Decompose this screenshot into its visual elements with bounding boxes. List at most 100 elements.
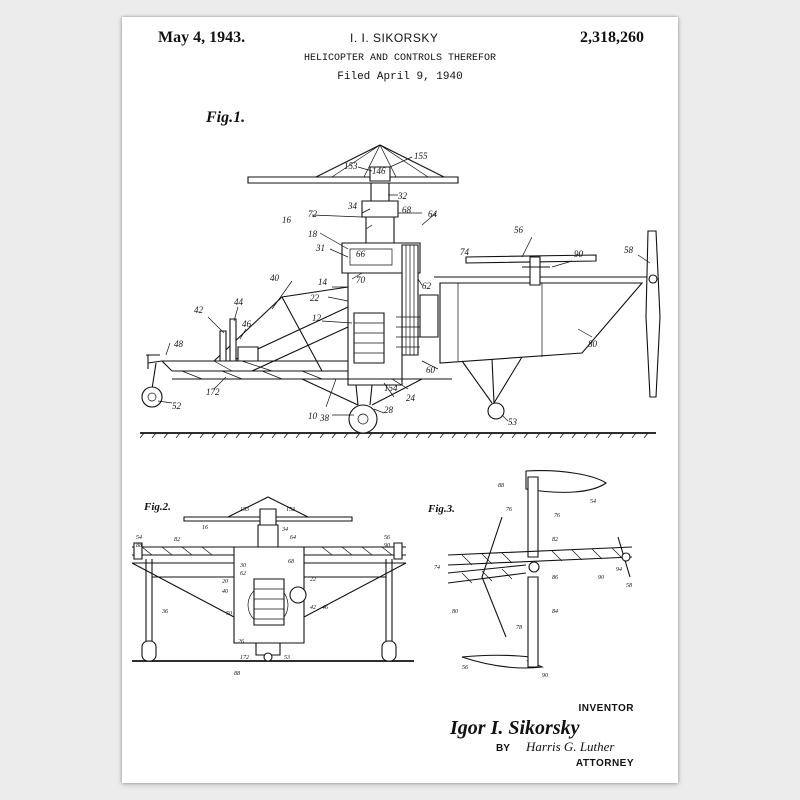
fig3-ref-84: 84 <box>552 608 558 615</box>
fig2-ref-62: 62 <box>240 571 246 577</box>
fig1-ref-60: 60 <box>426 365 436 375</box>
fig3-ref-76b: 76 <box>554 513 560 519</box>
patent-sheet: May 4, 1943. I. I. SIKORSKY 2,318,260 HE… <box>122 17 678 783</box>
fig1-ref-64: 64 <box>428 209 438 219</box>
fig2-left-wheel <box>142 641 156 661</box>
fig1-collective-lever <box>230 319 236 361</box>
fig2-ref-22: 22 <box>310 577 316 583</box>
fig1-ref-32: 32 <box>397 191 408 201</box>
fig1-ref-153: 153 <box>344 161 358 171</box>
fig2-ref-153b: 153 <box>286 507 295 513</box>
fig3-upper-blade <box>526 471 606 493</box>
by-label: BY <box>496 743 510 754</box>
fig1-ref-40: 40 <box>270 273 280 283</box>
fig2-ref-40: 40 <box>222 588 228 595</box>
fig1-ref-16: 16 <box>282 215 292 225</box>
fig2-ref-88b: 88 <box>234 671 240 677</box>
fig1-ref-56: 56 <box>514 225 524 235</box>
fig3-label: Fig.3. <box>428 503 455 515</box>
fig1-ref-24: 24 <box>406 393 416 403</box>
fig1-ref-52: 52 <box>172 401 182 411</box>
fig2-ref-53: 53 <box>284 655 290 661</box>
fig3-ref-86: 86 <box>552 575 558 581</box>
fig1-side-view: 155 153 146 32 34 68 64 72 16 18 31 66 7… <box>140 145 660 438</box>
fig1-main-wheel <box>349 405 377 433</box>
fig2-ref-88: 88 <box>136 543 142 549</box>
fig2-engine <box>254 579 284 625</box>
fig2-ref-82: 82 <box>174 537 180 543</box>
inventor-label: INVENTOR <box>578 703 634 714</box>
fig1-tail-gear-strut <box>462 357 522 403</box>
inventor-name: I. I. SIKORSKY <box>350 31 439 45</box>
filed-date: Filed April 9, 1940 <box>337 71 463 83</box>
fig1-ref-74: 74 <box>460 247 470 257</box>
fig1-mast <box>371 183 389 201</box>
fig1-tail-wheel <box>488 403 504 419</box>
fig3-ref-88: 88 <box>498 483 504 489</box>
fig1-ref-31: 31 <box>315 243 325 253</box>
fig2-mast <box>258 525 278 547</box>
fig1-ref-62: 62 <box>422 281 432 291</box>
fig3-ref-90b: 90 <box>542 673 548 679</box>
fig1-ref-34: 34 <box>347 201 358 211</box>
fig2-landing-legs <box>146 559 392 643</box>
fig3-ref-78: 78 <box>516 625 522 631</box>
fig1-ref-18: 18 <box>308 229 318 239</box>
fig1-ref-28: 28 <box>384 405 394 415</box>
fig1-ref-154: 154 <box>384 383 398 393</box>
fig2-right-wheel <box>382 641 396 661</box>
fig2-ref-20: 20 <box>222 579 228 585</box>
fig1-nose-wheel <box>142 387 162 407</box>
fig2-ref-172: 172 <box>240 655 249 661</box>
attorney-label: ATTORNEY <box>575 758 634 769</box>
fig1-ref-66: 66 <box>356 249 366 259</box>
fig1-ground-hatch <box>140 433 648 438</box>
fig2-ref-68: 68 <box>288 559 294 565</box>
fig1-ref-70: 70 <box>356 275 366 285</box>
fig1-ref-22: 22 <box>310 293 320 303</box>
fig3-ref-56: 56 <box>462 665 468 671</box>
fig1-label: Fig.1. <box>206 109 246 126</box>
fig2-ref-54: 54 <box>136 534 142 541</box>
fig3-hub <box>529 562 539 572</box>
fig3-ref-80: 80 <box>452 609 458 615</box>
fig2-ref-30: 30 <box>239 563 246 569</box>
fig1-main-gear-strut <box>356 385 372 405</box>
patent-title: HELICOPTER AND CONTROLS THEREFOR <box>303 53 497 64</box>
patent-number: 2,318,260 <box>580 29 644 46</box>
fig1-ref-72: 72 <box>308 209 318 219</box>
fig2-ref-26: 26 <box>238 639 244 645</box>
fig1-ref-42: 42 <box>194 305 204 315</box>
fig3-lower-arm <box>528 577 538 667</box>
fig1-ref-172: 172 <box>206 387 220 397</box>
fig3-ref-94: 94 <box>616 566 622 573</box>
fig1-nose-strut <box>152 363 156 389</box>
fig2-ref-153a: 153 <box>240 507 249 513</box>
fig1-ref-10: 10 <box>308 411 318 421</box>
fig1-ref-14: 14 <box>318 277 328 287</box>
fig2-ref-34: 34 <box>281 526 288 533</box>
fig2-ref-36: 36 <box>161 609 168 615</box>
fig1-engine <box>354 313 384 363</box>
fig3-upper-arm <box>528 477 538 557</box>
fig2-rotor-hub <box>260 509 276 525</box>
fig3-ref-74: 74 <box>434 564 440 571</box>
fig1-control-stick <box>220 331 226 361</box>
fig1-gearbox <box>366 217 394 243</box>
fig3-ref-90: 90 <box>598 575 604 581</box>
fig3-ref-76a: 76 <box>506 507 512 513</box>
fig3-ref-54: 54 <box>590 498 596 505</box>
fig3-boom <box>448 547 632 565</box>
fig1-gearbox-top <box>362 201 398 217</box>
fig1-pilot-seat <box>238 347 258 361</box>
fig2-rotor-cone <box>228 497 308 517</box>
fig2-ref-16: 16 <box>202 525 208 531</box>
fig1-ref-146: 146 <box>372 166 386 176</box>
fig1-tail-boom <box>440 283 642 363</box>
inventor-signature: Igor I. Sikorsky <box>450 717 580 739</box>
fig2-ref-56: 56 <box>384 535 390 541</box>
fig3-ref-58: 58 <box>626 583 632 589</box>
fig2-front-view: 153 153 16 34 64 54 82 56 90 88 62 68 20… <box>132 497 414 677</box>
fig1-ref-53: 53 <box>508 417 518 427</box>
fig1-ref-80: 80 <box>588 339 598 349</box>
